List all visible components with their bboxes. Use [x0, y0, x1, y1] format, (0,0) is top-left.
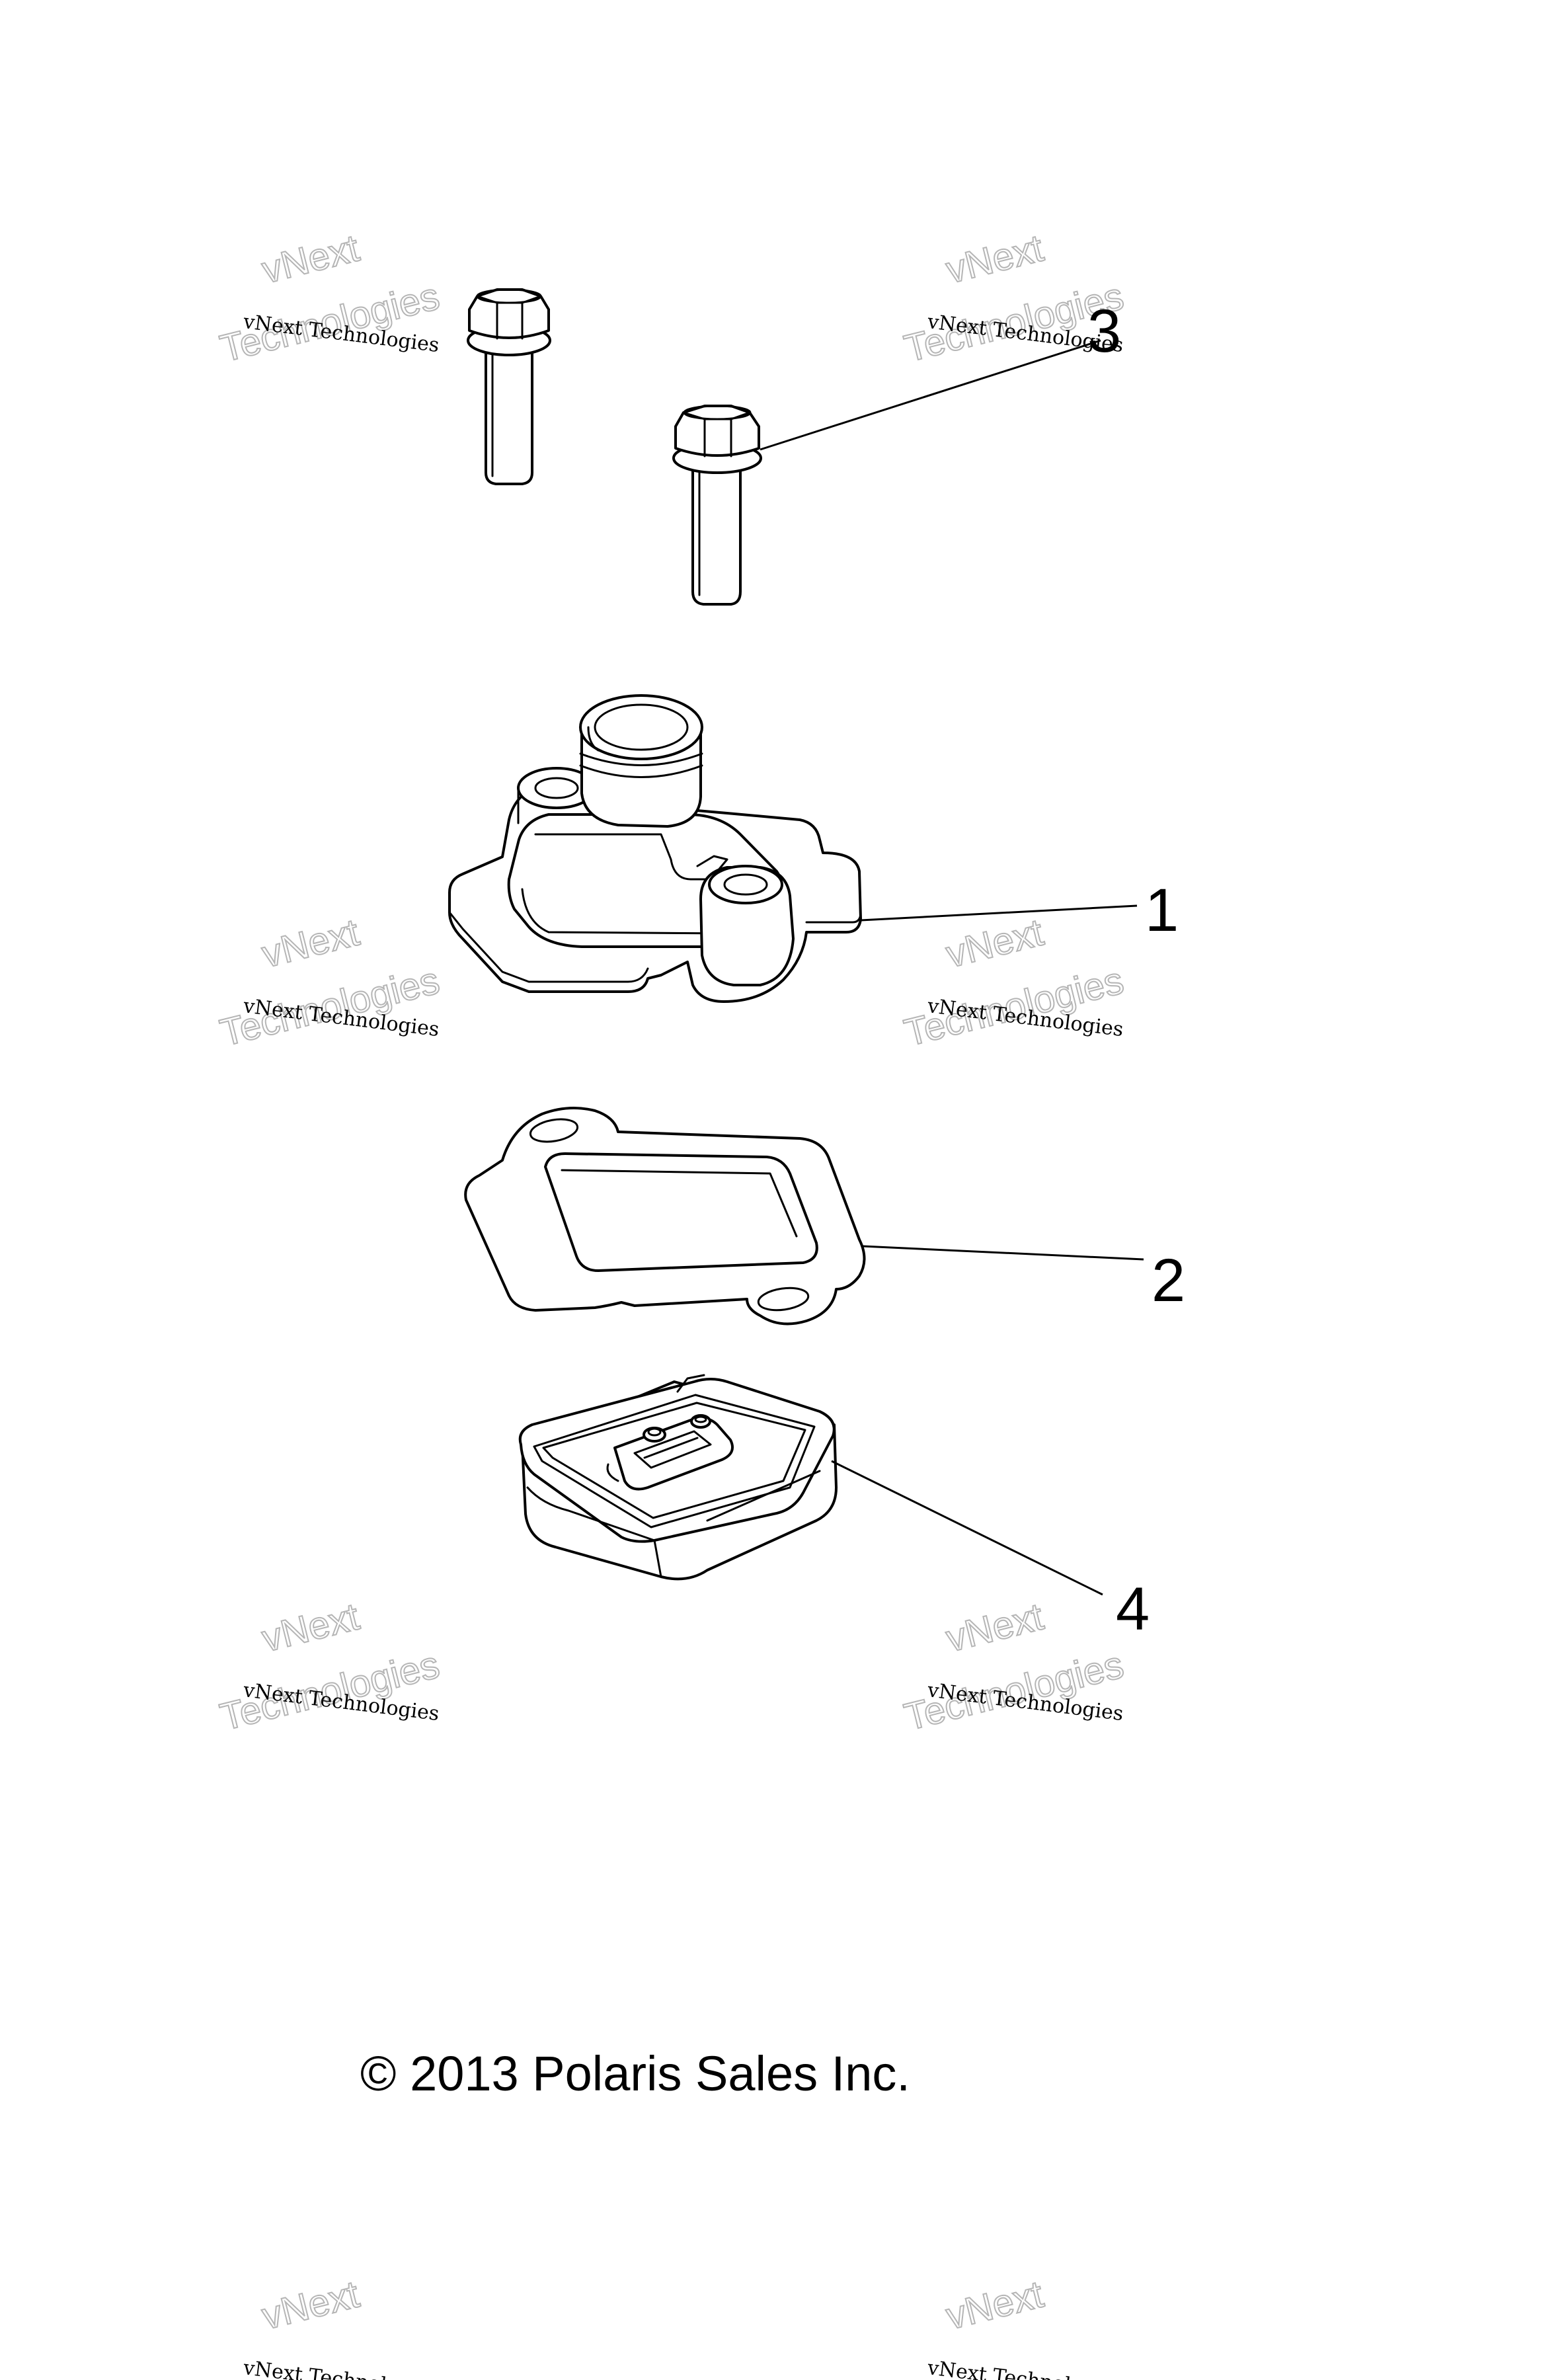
watermark-bottom-left: vNext vNext Technologies: [241, 2272, 440, 2380]
intake-housing: [448, 694, 862, 1003]
svg-text:vNext Technologies: vNext Technologies: [925, 2356, 1124, 2380]
watermark-top-left: vNext Technologies vNext Technologies: [215, 225, 444, 371]
svg-text:vNext: vNext: [942, 1595, 1048, 1660]
svg-text:vNext: vNext: [942, 910, 1048, 976]
svg-text:vNext: vNext: [258, 2272, 364, 2338]
callout-1: 1: [1145, 877, 1179, 944]
reed-valve: [518, 1374, 838, 1581]
watermark-low-right: vNext Technologies vNext Technologies: [900, 1594, 1128, 1739]
svg-text:vNext: vNext: [258, 1595, 364, 1660]
svg-text:vNext: vNext: [942, 2272, 1048, 2338]
leader-line-3: [760, 339, 1101, 451]
svg-text:vNext: vNext: [258, 226, 364, 292]
leader-line-1: [860, 904, 1138, 922]
watermark-mid-left: vNext Technologies vNext Technologies: [215, 910, 444, 1055]
svg-text:vNext: vNext: [258, 910, 364, 976]
bolt-right: [672, 405, 762, 606]
watermark-mid-right: vNext Technologies vNext Technologies: [900, 910, 1128, 1055]
watermark-bottom-right: vNext vNext Technologies: [925, 2272, 1124, 2380]
leader-line-2: [862, 1245, 1144, 1261]
callout-3: 3: [1087, 298, 1121, 365]
svg-text:vNext: vNext: [942, 226, 1048, 292]
callout-2: 2: [1152, 1247, 1185, 1314]
copyright-notice: © 2013 Polaris Sales Inc.: [360, 2046, 910, 2101]
watermark-low-left: vNext Technologies vNext Technologies: [215, 1594, 444, 1739]
leader-line-4: [831, 1460, 1103, 1596]
svg-text:vNext Technologies: vNext Technologies: [241, 2356, 440, 2380]
callout-4: 4: [1116, 1575, 1150, 1643]
bolt-left: [467, 288, 551, 485]
gasket: [464, 1107, 866, 1326]
